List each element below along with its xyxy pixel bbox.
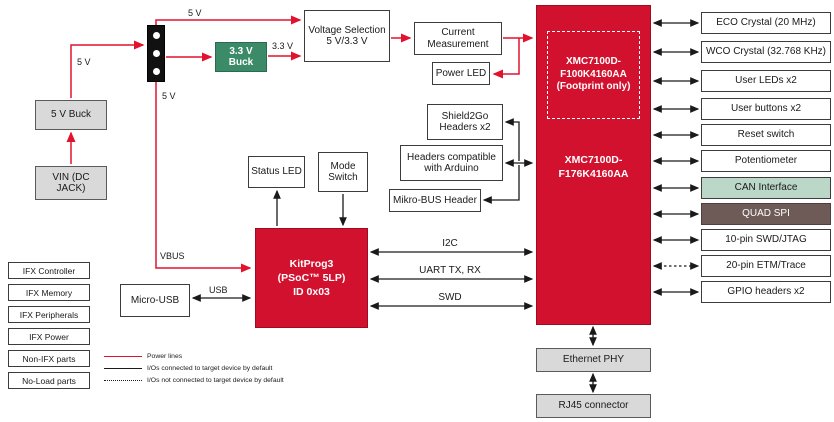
legend-io-connected-label: I/Os connected to target device by defau… bbox=[147, 364, 273, 372]
current-measurement-box: Current Measurement bbox=[414, 22, 502, 55]
etm-trace-box: 20-pin ETM/Trace bbox=[701, 255, 831, 277]
reset-switch-box: Reset switch bbox=[701, 124, 831, 146]
wire-5v-to-voltage-selection bbox=[155, 15, 302, 25]
legend-ifx-controller: IFX Controller bbox=[8, 262, 90, 279]
label-i2c: I2C bbox=[442, 238, 458, 249]
connector-pin-icon bbox=[152, 68, 160, 76]
label-uart: UART TX, RX bbox=[419, 265, 481, 276]
ethernet-phy-box: Ethernet PHY bbox=[536, 348, 651, 372]
status-led-box: Status LED bbox=[248, 156, 305, 188]
label-5v-left: 5 V bbox=[77, 57, 91, 67]
label-5v-rail: 5 V bbox=[162, 91, 176, 101]
potentiometer-box: Potentiometer bbox=[701, 150, 831, 172]
dotted-line-sample-icon bbox=[104, 379, 142, 381]
wire-shield2go bbox=[504, 118, 520, 161]
swd-jtag-box: 10-pin SWD/JTAG bbox=[701, 229, 831, 251]
eco-crystal-box: ECO Crystal (20 MHz) bbox=[701, 12, 831, 34]
shield2go-headers-box: Shield2Go Headers x2 bbox=[427, 104, 503, 140]
legend-io-not-connected-label: I/Os not connected to target device by d… bbox=[147, 376, 284, 384]
legend-power-lines: Power lines bbox=[104, 351, 182, 361]
power-jumper-connector bbox=[147, 25, 165, 82]
label-3v3: 3.3 V bbox=[272, 41, 294, 51]
xmc-main-label: XMC7100D- F176K4160AA bbox=[558, 154, 629, 180]
voltage-selection-box: Voltage Selection 5 V/3.3 V bbox=[304, 10, 390, 62]
legend-ifx-peripherals: IFX Peripherals bbox=[8, 306, 90, 323]
arduino-headers-box: Headers compatible with Arduino bbox=[400, 145, 503, 181]
legend-io-not-connected: I/Os not connected to target device by d… bbox=[104, 375, 284, 385]
legend-no-load-parts: No-Load parts bbox=[8, 372, 90, 389]
vin-dc-jack-box: VIN (DC JACK) bbox=[35, 166, 107, 200]
label-swd: SWD bbox=[438, 292, 462, 303]
gpio-headers-box: GPIO headers x2 bbox=[701, 281, 831, 303]
xmc-footprint-only-box: XMC7100D- F100K4160AA (Footprint only) bbox=[547, 31, 640, 119]
solid-line-sample-icon bbox=[104, 367, 142, 369]
wco-crystal-box: WCO Crystal (32.768 KHz) bbox=[701, 41, 831, 63]
label-vbus: VBUS bbox=[160, 251, 185, 261]
can-interface-box: CAN Interface bbox=[701, 177, 831, 199]
legend-io-connected: I/Os connected to target device by defau… bbox=[104, 363, 272, 373]
power-led-box: Power LED bbox=[432, 62, 490, 85]
user-leds-box: User LEDs x2 bbox=[701, 70, 831, 92]
connector-pin-icon bbox=[152, 31, 160, 39]
quad-spi-box: QUAD SPI bbox=[701, 203, 831, 225]
rj45-connector-box: RJ45 connector bbox=[536, 394, 651, 418]
connector-pin-icon bbox=[152, 49, 160, 57]
label-usb: USB bbox=[209, 285, 228, 295]
power-line-sample-icon bbox=[104, 355, 142, 357]
buck-3v3-box: 3.3 V Buck bbox=[215, 42, 267, 72]
legend-power-lines-label: Power lines bbox=[147, 352, 183, 360]
mikrobus-header-box: Mikro-BUS Header bbox=[389, 189, 481, 212]
label-5v-top: 5 V bbox=[188, 8, 202, 18]
kitprog3-box: KitProg3 (PSoC™ 5LP) ID 0x03 bbox=[255, 228, 368, 328]
legend-ifx-power: IFX Power bbox=[8, 328, 90, 345]
xmc7100d-target-box: XMC7100D- F100K4160AA (Footprint only) X… bbox=[536, 5, 651, 325]
legend-non-ifx-parts: Non-IFX parts bbox=[8, 350, 90, 367]
wire-vbus-to-kitprog bbox=[155, 82, 252, 273]
mode-switch-box: Mode Switch bbox=[318, 152, 368, 192]
legend-ifx-memory: IFX Memory bbox=[8, 284, 90, 301]
user-buttons-box: User buttons x2 bbox=[701, 98, 831, 120]
buck-5v-box: 5 V Buck bbox=[35, 100, 107, 130]
micro-usb-box: Micro-USB bbox=[120, 284, 190, 317]
wire-buck5-to-connector bbox=[70, 40, 145, 98]
